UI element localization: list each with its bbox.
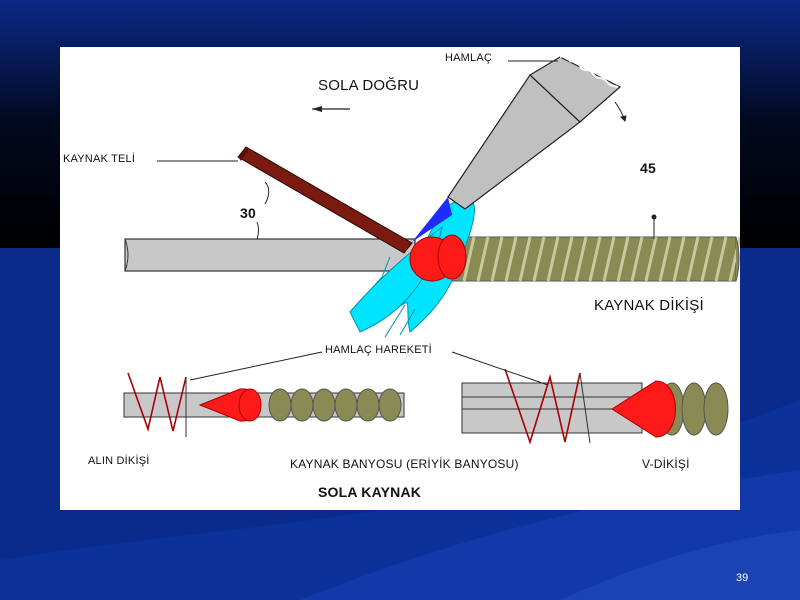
page-number: 39: [736, 572, 749, 584]
leader-lines: [157, 60, 657, 240]
filler-rod-label: KAYNAK TELİ: [63, 153, 136, 165]
weld-pool-label: KAYNAK BANYOSU (ERİYİK BANYOSU): [290, 457, 519, 471]
diagram-title: SOLA KAYNAK: [318, 484, 422, 500]
filler-rod: [237, 146, 413, 254]
torch-motion-label: HAMLAÇ HAREKETİ: [325, 344, 432, 356]
v-weld-illustration: [461, 368, 729, 445]
direction-label: SOLA DOĞRU: [318, 77, 420, 94]
weld-pool: [409, 234, 467, 282]
motion-leader-lines: [189, 351, 549, 386]
weld-seam-label: KAYNAK DİKİŞİ: [594, 297, 704, 314]
torch-nozzle: [447, 53, 622, 210]
torch-angle-label: 45: [640, 160, 656, 176]
rod-angle-label: 30: [240, 205, 256, 221]
welding-illustration: [123, 53, 740, 445]
butt-weld-illustration: [123, 372, 405, 437]
base-metal-plate: [124, 238, 416, 272]
weld-seam-bead: [434, 236, 740, 282]
v-weld-label: V-DİKİŞİ: [642, 457, 690, 471]
torch-label: HAMLAÇ: [445, 52, 493, 64]
butt-weld-label: ALIN DİKİŞİ: [88, 455, 150, 467]
inner-flame-cone: [412, 197, 452, 242]
direction-arrow-icon: [312, 106, 350, 112]
welding-diagram-panel: HAMLAÇ SOLA DOĞRU KAYNAK TELİ 30 45 KAYN…: [60, 47, 740, 510]
